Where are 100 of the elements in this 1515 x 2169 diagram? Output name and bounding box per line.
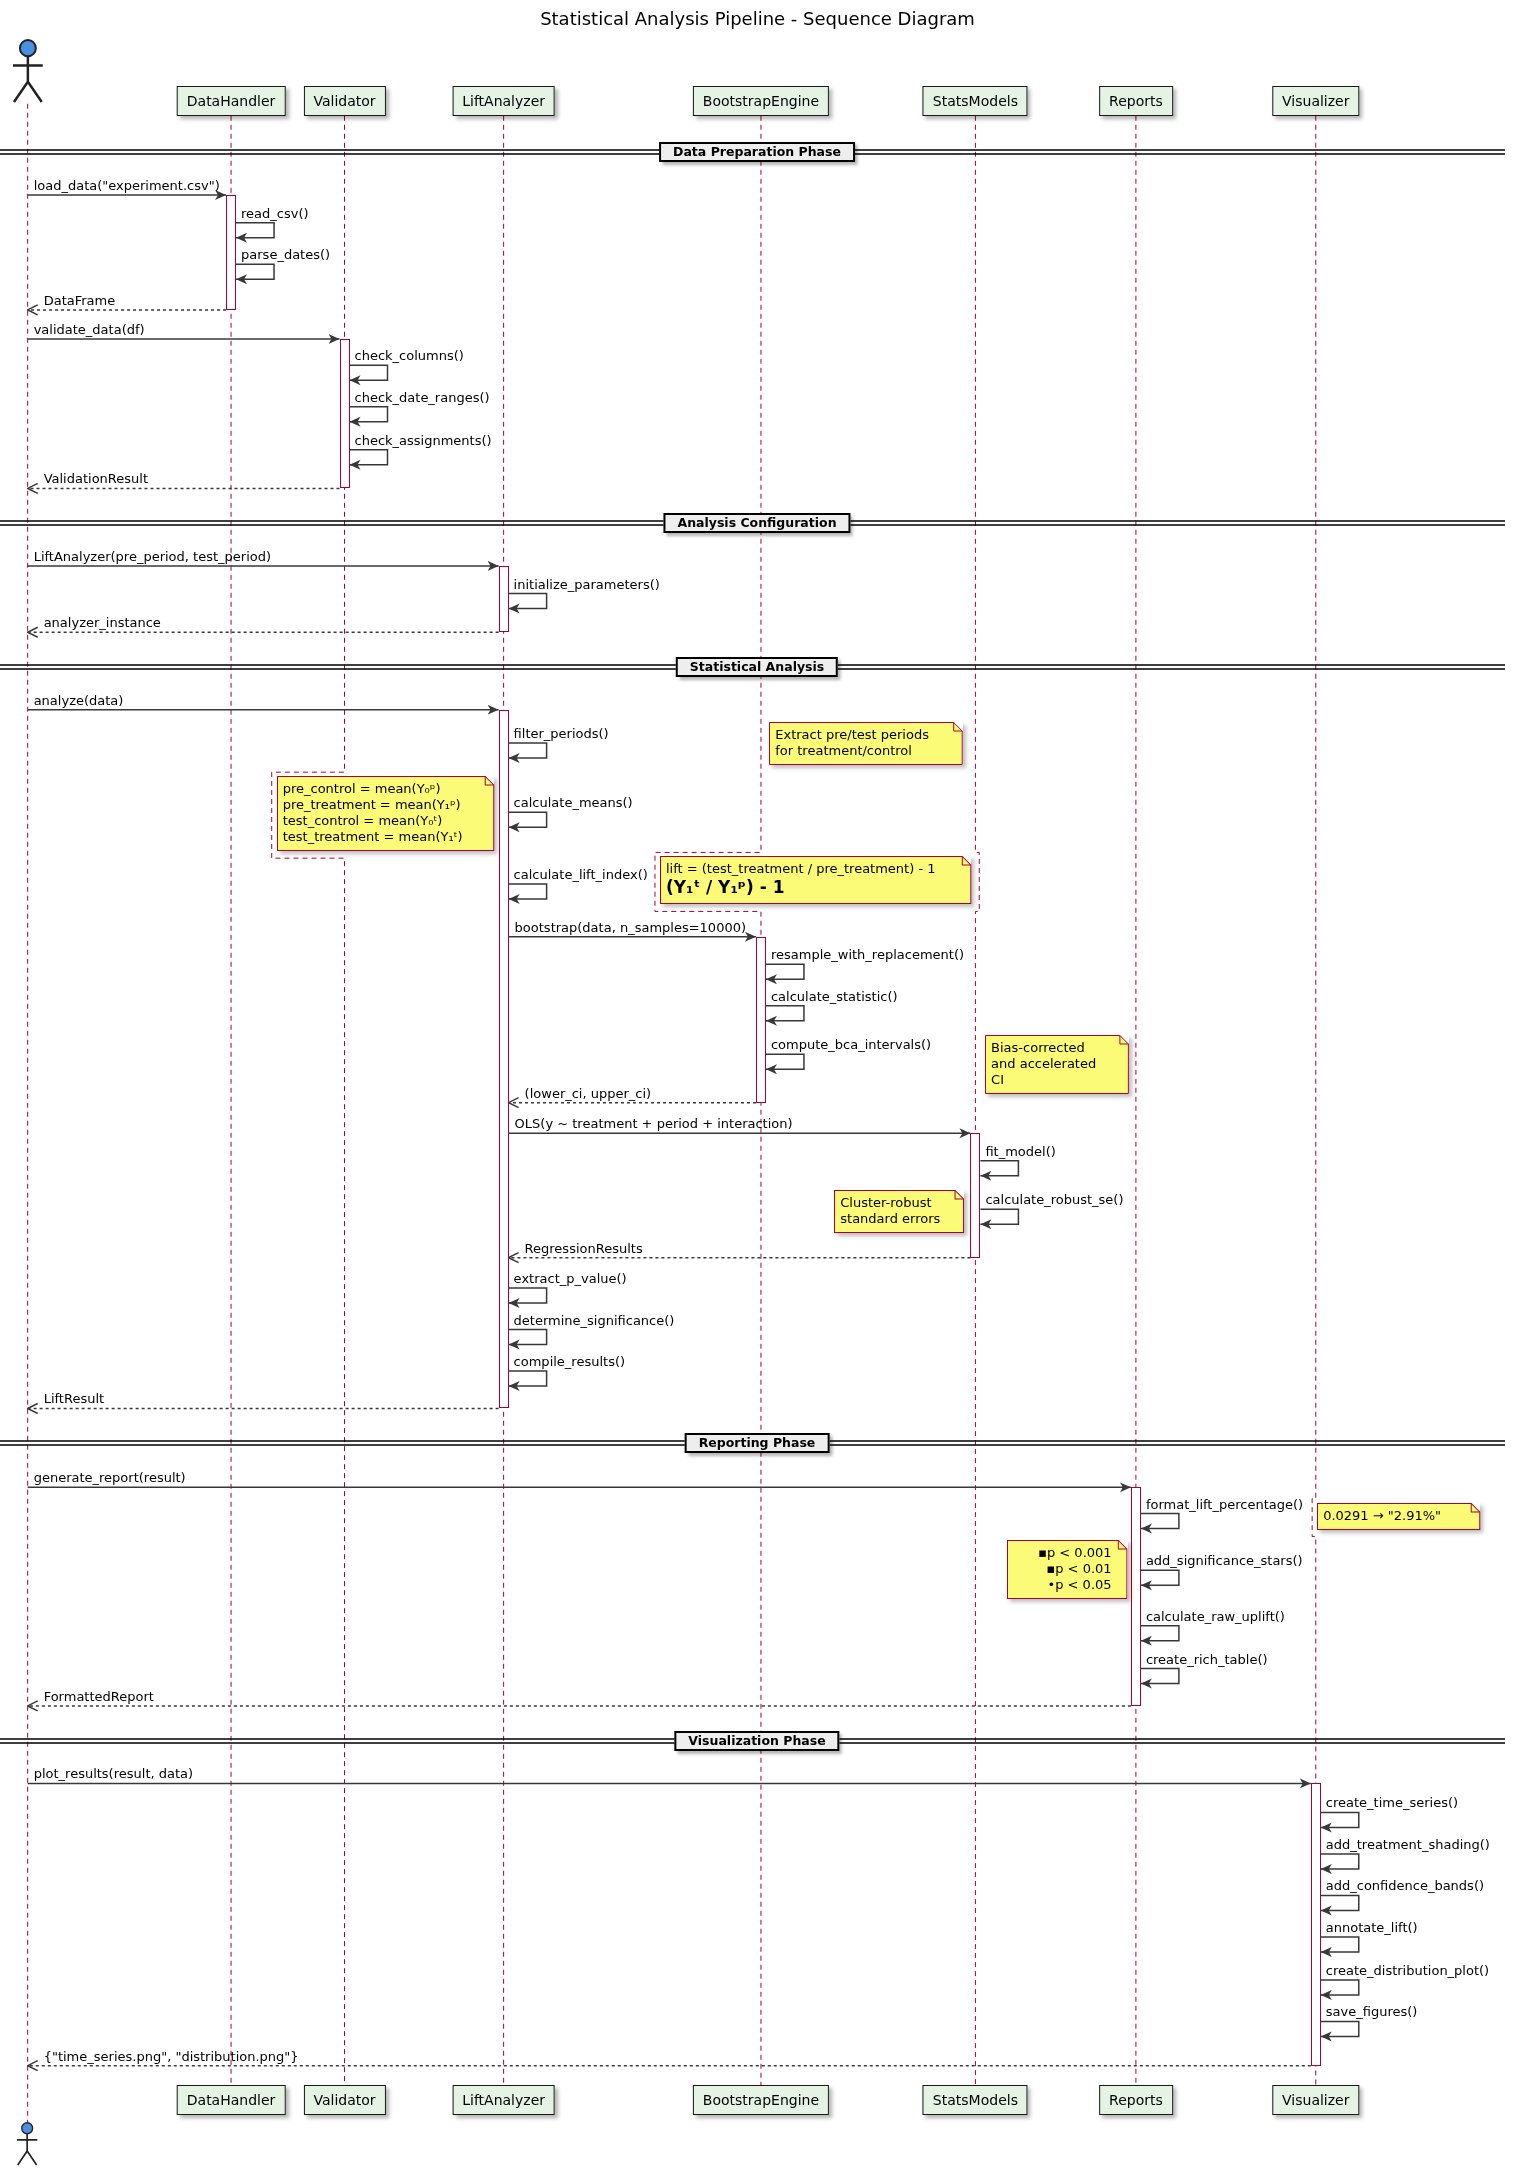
- edge-label: compute_bca_intervals(): [770, 1037, 932, 1053]
- phase-label: Reporting Phase: [684, 1433, 830, 1454]
- self-message-arrow: [348, 364, 389, 386]
- participant-box: LiftAnalyzer: [452, 2085, 555, 2115]
- return-arrow: [507, 1251, 972, 1264]
- edge-label: LiftResult: [43, 1391, 105, 1407]
- edge-label: calculate_robust_se(): [985, 1192, 1124, 1208]
- note-text: ▪p < 0.001: [1037, 1544, 1112, 1561]
- self-message-arrow: [507, 1287, 548, 1309]
- activation-bar: [226, 195, 237, 310]
- edge-label: create_time_series(): [1325, 1795, 1459, 1811]
- self-message-arrow: [979, 1160, 1020, 1181]
- edge-label: calculate_means(): [513, 795, 633, 811]
- self-message-arrow: [1320, 1979, 1360, 2000]
- note-text: Bias-corrected and accelerated CI: [991, 1039, 1098, 1088]
- self-message-arrow: [235, 263, 275, 285]
- note: [1317, 1502, 1481, 1530]
- lifeline: [1135, 115, 1137, 2086]
- participant-box: DataHandler: [176, 2085, 286, 2115]
- self-message-arrow: [1320, 1853, 1360, 1874]
- edge-label: extract_p_value(): [513, 1271, 627, 1287]
- phase-label: Analysis Configuration: [663, 513, 851, 533]
- return-arrow: [26, 1402, 500, 1415]
- lifeline: [230, 115, 232, 2086]
- diagram-title: Statistical Analysis Pipeline - Sequence Diagram: [539, 8, 976, 29]
- participant-box: LiftAnalyzer: [452, 85, 555, 116]
- participant-box: StatsModels: [922, 2085, 1028, 2115]
- return-arrow: [507, 1096, 757, 1109]
- edge-label: generate_report(result): [33, 1470, 186, 1486]
- phase-label: Data Preparation Phase: [659, 142, 855, 163]
- edge-label: check_date_ranges(): [354, 389, 490, 405]
- edge-label: calculate_lift_index(): [513, 867, 648, 883]
- participant-box: BootstrapEngine: [692, 2085, 830, 2115]
- note-text: Cluster-robust standard errors: [840, 1194, 942, 1227]
- edge-label: plot_results(result, data): [33, 1766, 194, 1782]
- message-arrow: [507, 931, 757, 942]
- self-message-arrow: [1320, 1936, 1360, 1957]
- participant-box: DataHandler: [176, 85, 286, 116]
- edge-label: validate_data(df): [33, 321, 145, 337]
- edge-label: OLS(y ~ treatment + period + interaction): [514, 1116, 793, 1132]
- note: [985, 1034, 1129, 1094]
- lifeline: [27, 103, 29, 2123]
- participant-box: Reports: [1099, 2085, 1173, 2115]
- note-text: 0.0291 → "2.91%": [1323, 1507, 1443, 1524]
- self-message-arrow: [1320, 1894, 1360, 1916]
- lifeline: [974, 115, 980, 2086]
- self-message-arrow: [235, 222, 275, 243]
- activation-bar: [498, 709, 509, 1409]
- activation-bar: [339, 338, 350, 489]
- edge-label: add_treatment_shading(): [1325, 1836, 1490, 1852]
- edge-label: add_confidence_bands(): [1325, 1878, 1485, 1894]
- return-arrow: [26, 626, 500, 639]
- edge-label: compile_results(): [513, 1354, 626, 1370]
- note: [1007, 1539, 1128, 1599]
- message-arrow: [507, 1128, 972, 1139]
- participant-box: Validator: [303, 2085, 386, 2115]
- self-message-arrow: [979, 1208, 1020, 1230]
- self-message-arrow: [765, 1005, 805, 1026]
- self-message-arrow: [1320, 1811, 1360, 1833]
- participant-box: BootstrapEngine: [692, 85, 830, 116]
- message-arrow: [26, 560, 500, 571]
- note-text: pre_treatment = mean(Y₁ᵖ): [282, 797, 462, 814]
- participant-box: StatsModels: [922, 85, 1028, 116]
- actor-figure: [15, 2122, 40, 2167]
- edge-label: load_data("experiment.csv"): [33, 178, 220, 194]
- participant-box: Validator: [303, 85, 386, 116]
- edge-label: fit_model(): [985, 1143, 1056, 1159]
- note-text: •p < 0.05: [1046, 1576, 1112, 1593]
- edge-label: calculate_raw_uplift(): [1145, 1608, 1285, 1624]
- edge-label: read_csv(): [241, 205, 309, 221]
- note: [659, 856, 972, 905]
- note: [834, 1189, 965, 1233]
- activation-bar: [755, 936, 766, 1103]
- note-text: ▪p < 0.01: [1045, 1560, 1112, 1577]
- activation-bar: [498, 565, 509, 633]
- self-message-arrow: [507, 811, 548, 833]
- message-arrow: [26, 1482, 1132, 1493]
- note-text: lift = (test_treatment / pre_treatment) - 1: [665, 861, 937, 878]
- self-message-arrow: [1140, 1624, 1180, 1646]
- activation-bar: [1130, 1487, 1141, 1706]
- edge-label: initialize_parameters(): [513, 576, 660, 592]
- edge-label: (lower_ci, upper_ci): [524, 1085, 652, 1101]
- self-message-arrow: [507, 742, 548, 763]
- activation-bar: [970, 1133, 981, 1258]
- edge-label: DataFrame: [43, 292, 116, 308]
- self-message-arrow: [1140, 1667, 1180, 1689]
- edge-label: add_significance_stars(): [1145, 1553, 1303, 1569]
- note: [769, 722, 963, 766]
- edge-label: check_assignments(): [354, 432, 492, 448]
- edge-label: RegressionResults: [524, 1240, 643, 1256]
- note: [276, 776, 494, 852]
- self-message-arrow: [348, 406, 389, 427]
- edge-label: create_distribution_plot(): [1325, 1962, 1490, 1978]
- edge-label: filter_periods(): [513, 725, 609, 741]
- edge-label: check_columns(): [354, 348, 464, 364]
- edge-label: analyze(data): [33, 692, 124, 708]
- self-message-arrow: [1140, 1512, 1180, 1534]
- edge-label: analyzer_instance: [43, 615, 161, 631]
- edge-label: resample_with_replacement(): [770, 947, 965, 963]
- edge-label: FormattedReport: [43, 1688, 154, 1704]
